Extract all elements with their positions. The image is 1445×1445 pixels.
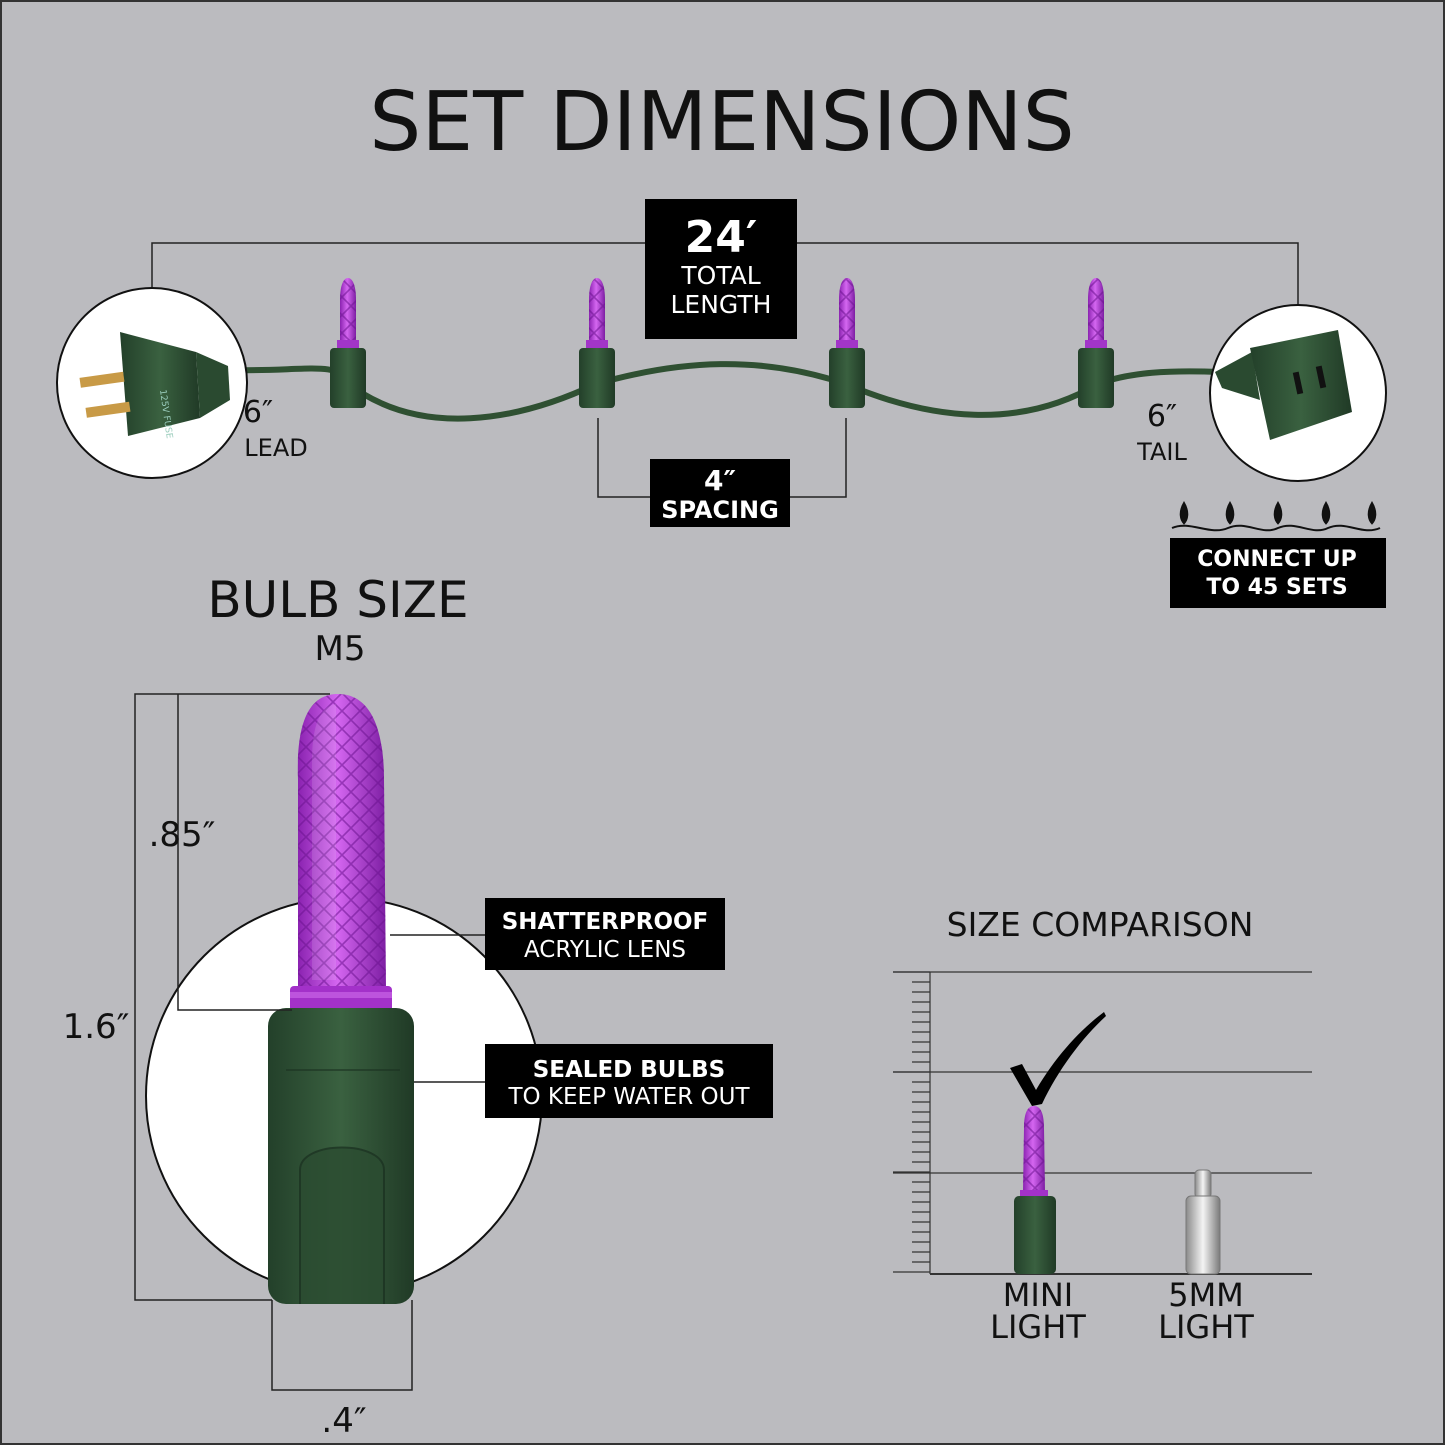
- connect-line1: CONNECT UP: [1197, 547, 1357, 572]
- 5mm-light-label-line1: 5MM: [1168, 1276, 1244, 1314]
- lens-callout-box: [485, 898, 725, 970]
- spacing-value: 4″: [704, 464, 736, 497]
- total-length-value: 24′: [685, 212, 758, 263]
- mini-light-label-line1: MINI: [1003, 1276, 1073, 1314]
- mini-light-label-line2: LIGHT: [990, 1308, 1086, 1346]
- spacing-label: SPACING: [661, 496, 779, 524]
- bulb-height-value: 1.6″: [63, 1007, 130, 1047]
- total-length-line2: LENGTH: [671, 290, 772, 319]
- bulb-size-title: BULB SIZE: [207, 571, 468, 629]
- lens-callout-line2: ACRYLIC LENS: [524, 937, 686, 963]
- 5mm-light-bulb: [1185, 1169, 1221, 1275]
- checkmark-icon: [1010, 1012, 1106, 1106]
- total-length-label-box: [645, 199, 797, 339]
- base-width-value: .4″: [321, 1401, 366, 1441]
- connect-line2: TO 45 SETS: [1206, 575, 1347, 600]
- page-title: SET DIMENSIONS: [369, 75, 1074, 170]
- connect-label-box: [1170, 538, 1386, 608]
- lens-callout-line1: SHATTERPROOF: [502, 909, 709, 935]
- size-comparison-title: SIZE COMPARISON: [947, 905, 1254, 944]
- m5-bulb-illustration: [145, 694, 543, 1304]
- tail-value: 6″: [1147, 399, 1177, 434]
- lead-label: LEAD: [244, 434, 307, 462]
- string-bulb: [829, 278, 865, 408]
- 5mm-light-label-line2: LIGHT: [1158, 1308, 1254, 1346]
- light-string-wire: [229, 361, 1221, 422]
- bulb-size-model: M5: [315, 629, 366, 669]
- string-bulb: [1078, 278, 1114, 408]
- total-length-line1: TOTAL: [680, 261, 760, 290]
- string-bulb: [330, 278, 366, 408]
- comparison-ruler: [893, 971, 1312, 1275]
- connected-strings-icon: [1171, 501, 1381, 532]
- sealed-callout-box: [485, 1044, 773, 1118]
- sealed-callout-line1: SEALED BULBS: [533, 1057, 726, 1083]
- tail-label: TAIL: [1136, 438, 1187, 466]
- male-plug-icon: 125V FUSE: [56, 287, 248, 479]
- lens-height-value: .85″: [149, 815, 216, 855]
- lead-value: 6″: [243, 395, 273, 430]
- spacing-label-box: [650, 459, 790, 527]
- mini-light-bulb: [1014, 1106, 1056, 1274]
- string-bulb: [579, 278, 615, 408]
- bulb-dimension-lines: [134, 693, 485, 1391]
- female-plug-icon: [1209, 304, 1387, 482]
- sealed-callout-line2: TO KEEP WATER OUT: [507, 1084, 750, 1110]
